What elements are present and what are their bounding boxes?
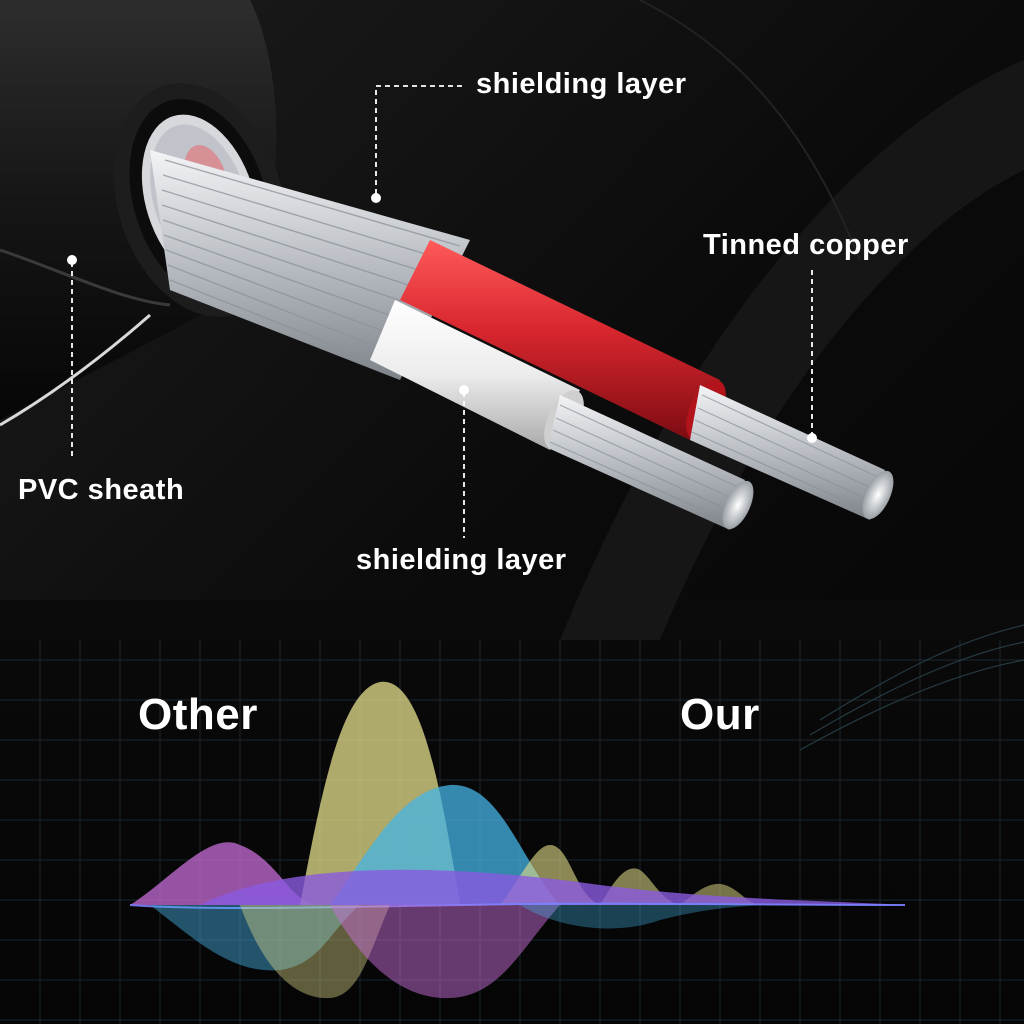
callout-lines — [71, 85, 813, 538]
pvc-sheath-label: PVC sheath — [18, 474, 185, 506]
red-conductor — [400, 240, 894, 520]
white-conductor — [370, 300, 754, 530]
shielding-layer-bottom-label: shielding layer — [356, 544, 567, 576]
tinned-copper-label: Tinned copper — [703, 229, 909, 261]
callout-dots — [67, 193, 817, 443]
waveform-comparison — [129, 681, 906, 999]
our-label: Our — [680, 690, 760, 739]
shielding-layer-top-label: shielding layer — [476, 68, 687, 100]
other-label: Other — [138, 690, 258, 739]
